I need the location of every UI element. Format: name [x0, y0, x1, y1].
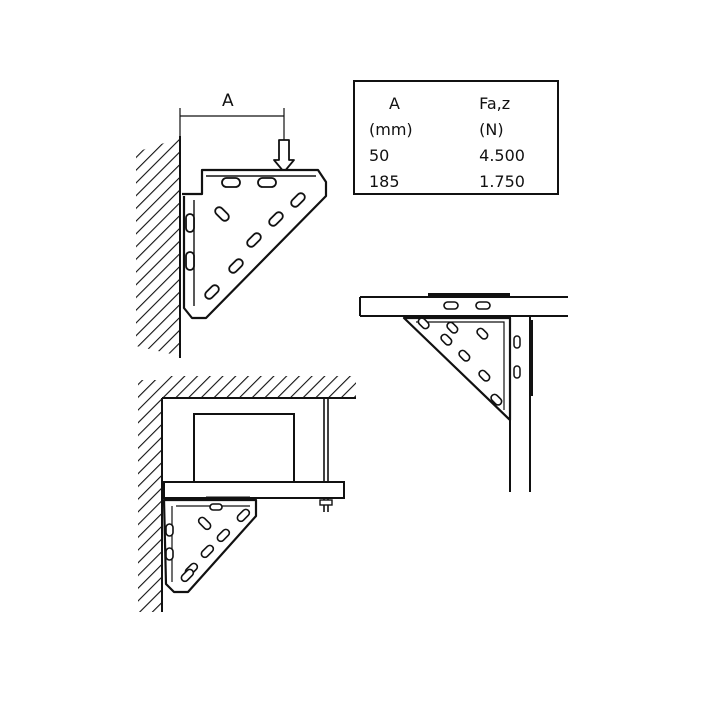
row-1-fa: 1.750 [479, 171, 525, 191]
ceiling-hatch [146, 376, 356, 398]
table-row: 50 4.500 [369, 142, 557, 168]
wall-hatch [136, 138, 180, 356]
table-row: 185 1.750 [369, 168, 557, 194]
dimension-label: A [222, 91, 234, 111]
header-a: A [389, 93, 400, 113]
unit-fa: (N) [479, 119, 504, 139]
row-0-fa: 4.500 [479, 145, 525, 165]
bracket-slots [185, 177, 306, 300]
row-1-a: 185 [369, 171, 400, 191]
beam-bracket-figure [359, 293, 568, 492]
row-0-a: 50 [369, 145, 390, 165]
load-arrow-icon [273, 139, 295, 173]
corner-bracket [402, 316, 512, 422]
support-shelf [163, 481, 345, 499]
wall-bracket-figure: A [136, 91, 328, 358]
load-table: A Fa,z (mm) (N) 50 4.500 185 1.750 [353, 80, 559, 195]
equipment-unit [193, 413, 295, 483]
table-header-row: A Fa,z [369, 90, 557, 116]
ceiling-unit-figure [138, 376, 356, 612]
top-plate [428, 293, 510, 298]
table-units-row: (mm) (N) [369, 116, 557, 142]
corner-bracket-slots [417, 317, 503, 406]
header-fa: Fa,z [479, 93, 511, 113]
shelf-bracket-slots [165, 503, 251, 583]
side-wall-hatch [138, 380, 162, 612]
load-table-grid: A Fa,z (mm) (N) 50 4.500 185 1.750 [369, 90, 557, 194]
unit-a: (mm) [369, 119, 413, 139]
